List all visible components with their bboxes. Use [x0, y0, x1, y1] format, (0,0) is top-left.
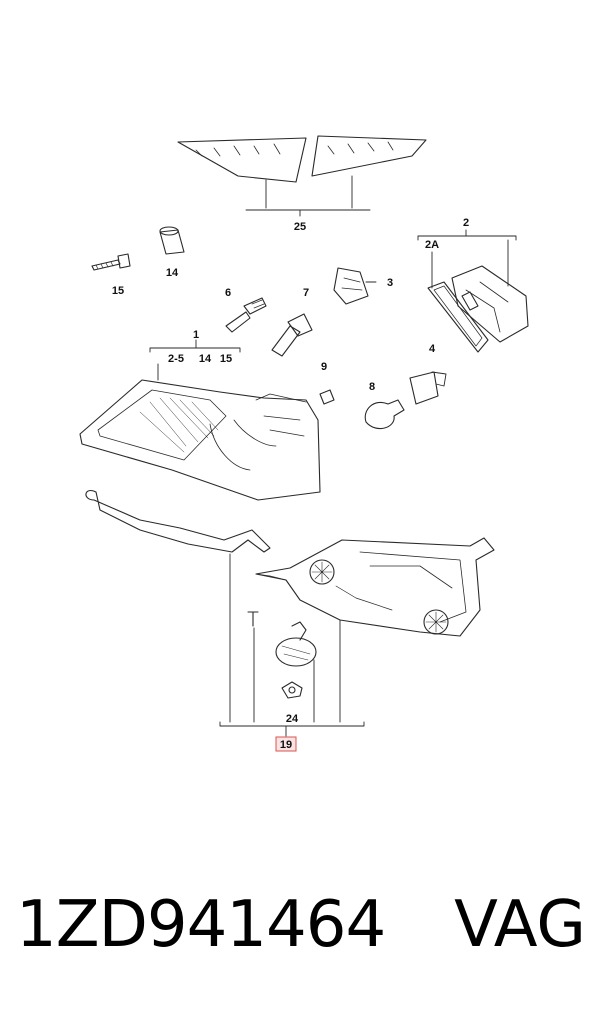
callout-4: 4 — [429, 343, 436, 355]
callout-25: 25 — [294, 221, 306, 233]
cover-2 — [451, 265, 529, 343]
leader-19 — [219, 553, 365, 737]
callout-3: 3 — [387, 277, 393, 289]
callout-8: 8 — [369, 381, 375, 393]
callout-6: 6 — [225, 287, 231, 299]
callout-19: 19 — [280, 739, 292, 751]
callout-7: 7 — [303, 287, 309, 299]
bulb-7 — [271, 313, 313, 357]
support-bracket-19 — [255, 537, 495, 637]
leader-1 — [149, 339, 241, 381]
exploded-parts-diagram: 25 2 2A 14 15 3 6 7 1 2-5 14 15 9 4 8 24… — [79, 135, 529, 752]
leader-25 — [245, 175, 371, 217]
screw-15 — [91, 253, 131, 271]
caption: 1ZD941464 VAG — [0, 888, 600, 988]
socket-4 — [409, 371, 447, 405]
callout-2-5: 2-5 — [168, 353, 184, 365]
callout-2a: 2A — [425, 239, 439, 251]
lens-glass-left — [177, 137, 307, 183]
bracket-arm — [85, 490, 271, 553]
callout-9: 9 — [321, 361, 327, 373]
socket-3 — [333, 267, 377, 305]
leader-2 — [417, 229, 517, 289]
callout-19-box — [275, 736, 297, 752]
callout-2: 2 — [463, 217, 469, 229]
nut-24 — [281, 681, 303, 699]
headlamp-housing-1 — [79, 379, 321, 501]
clip-gear — [275, 621, 317, 667]
bulb-9 — [319, 389, 335, 405]
callout-1: 1 — [193, 329, 199, 341]
grommet-14 — [159, 226, 185, 255]
part-number: 1ZD941464 — [16, 888, 386, 962]
bulb-8 — [364, 399, 405, 430]
callout-15-b: 15 — [220, 353, 232, 365]
screw-small — [247, 611, 259, 627]
lens-glass-right — [311, 135, 427, 177]
callout-24: 24 — [286, 713, 299, 725]
adjuster-6 — [225, 297, 267, 333]
callout-14-b: 14 — [199, 353, 212, 365]
callout-14: 14 — [166, 267, 179, 279]
gasket-2a — [427, 281, 489, 353]
brand-name: VAG — [454, 888, 586, 962]
callout-15: 15 — [112, 285, 124, 297]
